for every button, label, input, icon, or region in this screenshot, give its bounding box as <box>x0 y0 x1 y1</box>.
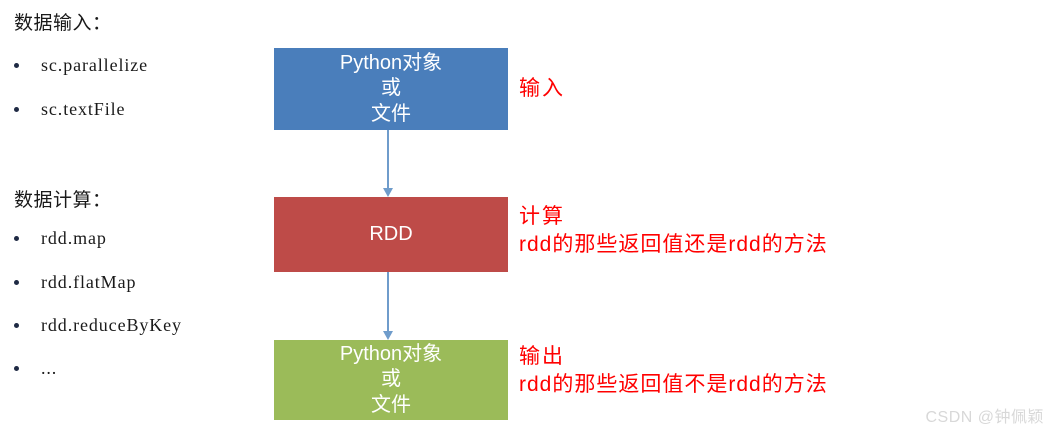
flow-box-output: Python对象 或 文件 <box>274 340 508 420</box>
list-item: sc.textFile <box>14 99 125 120</box>
list-item: rdd.map <box>14 228 107 249</box>
flow-box-input-line-2: 或 <box>381 77 401 100</box>
list-item: rdd.flatMap <box>14 272 136 293</box>
list-item: sc.parallelize <box>14 55 148 76</box>
section-heading-data-compute: 数据计算： <box>14 190 112 211</box>
annotation-output: 输出 rdd的那些返回值不是rdd的方法 <box>519 343 828 400</box>
bullet-dot-icon <box>14 280 19 285</box>
bullet-label: sc.parallelize <box>41 55 149 75</box>
flow-box-output-line-2: 或 <box>381 368 401 391</box>
annotation-compute-title: 计算 <box>519 205 565 228</box>
bullet-label: sc.textFile <box>41 99 126 119</box>
bullet-label: ... <box>41 358 58 378</box>
list-item: rdd.reduceByKey <box>14 315 182 336</box>
annotation-compute: 计算 rdd的那些返回值还是rdd的方法 <box>519 203 828 260</box>
flow-box-input: Python对象 或 文件 <box>274 48 508 130</box>
bullet-dot-icon <box>14 107 19 112</box>
flow-box-rdd-label: RDD <box>369 222 413 245</box>
bullet-label: rdd.reduceByKey <box>41 315 182 335</box>
bullet-label: rdd.flatMap <box>41 272 137 292</box>
annotation-compute-subtitle: rdd的那些返回值还是rdd的方法 <box>519 233 828 257</box>
bullet-dot-icon <box>14 366 19 371</box>
flow-box-rdd: RDD <box>274 197 508 272</box>
left-text-column: 数据输入： sc.parallelize sc.textFile 数据计算： r… <box>0 0 270 435</box>
flow-box-input-line-3: 文件 <box>371 102 411 125</box>
section-heading-data-input: 数据输入： <box>14 13 112 34</box>
annotation-input-title: 输入 <box>519 77 565 100</box>
flow-box-output-line-1: Python对象 <box>339 342 443 365</box>
list-item: ... <box>14 358 57 379</box>
bullet-dot-icon <box>14 63 19 68</box>
bullet-label: rdd.map <box>41 228 107 248</box>
bullet-dot-icon <box>14 236 19 241</box>
flow-box-output-line-3: 文件 <box>371 393 411 416</box>
annotation-output-subtitle: rdd的那些返回值不是rdd的方法 <box>519 373 828 397</box>
watermark: CSDN @钟佩颖 <box>925 409 1044 426</box>
annotation-output-title: 输出 <box>519 345 565 368</box>
annotation-input: 输入 <box>519 75 565 103</box>
flow-box-input-line-1: Python对象 <box>339 51 443 74</box>
bullet-dot-icon <box>14 323 19 328</box>
